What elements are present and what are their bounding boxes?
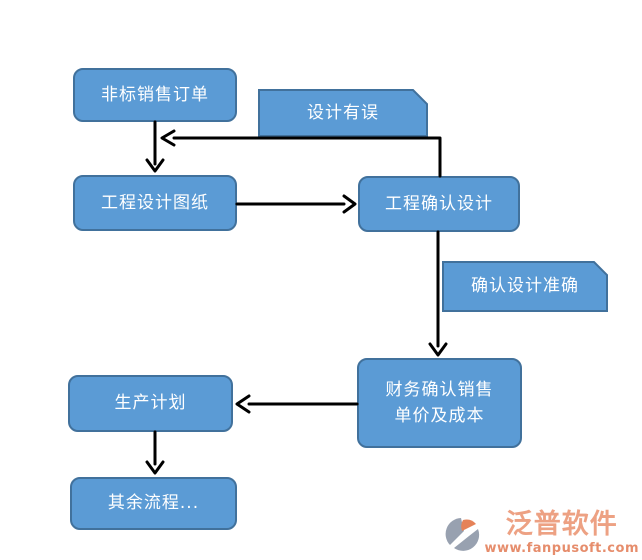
node-label: 其余流程... [107,493,200,514]
node-design-error-label: 设计有误 [258,89,428,137]
card-shape [258,89,428,137]
fanpu-watermark: 泛普软件 www.fanpusoft.com [445,510,639,556]
watermark-text: 泛普软件 www.fanpusoft.com [484,510,639,556]
node-confirm-design-accurate: 确认设计准确 [442,261,608,312]
brand-url: www.fanpusoft.com [484,541,639,556]
node-label: 设计有误 [307,102,379,123]
arrow-design-error-feedback [172,136,442,178]
fanpu-logo-icon [446,518,480,552]
node-engineering-confirm-design: 工程确认设计 [358,176,520,232]
node-label: 工程确认设计 [385,193,493,214]
node-label: 财务确认销售 单价及成本 [385,379,494,426]
card-shape [442,261,608,312]
node-finance-confirm-price-cost: 财务确认销售 单价及成本 [357,358,522,448]
node-engineering-design-drawings: 工程设计图纸 [73,175,237,231]
node-production-plan: 生产计划 [68,375,233,432]
node-label: 工程设计图纸 [101,192,209,213]
node-label: 生产计划 [114,393,187,414]
node-label: 非标销售订单 [101,84,209,105]
node-nonstandard-sales-order: 非标销售订单 [73,68,237,122]
node-label: 确认设计准确 [471,276,579,297]
node-remaining-process: 其余流程... [70,477,237,530]
brand-name: 泛普软件 [505,509,618,541]
